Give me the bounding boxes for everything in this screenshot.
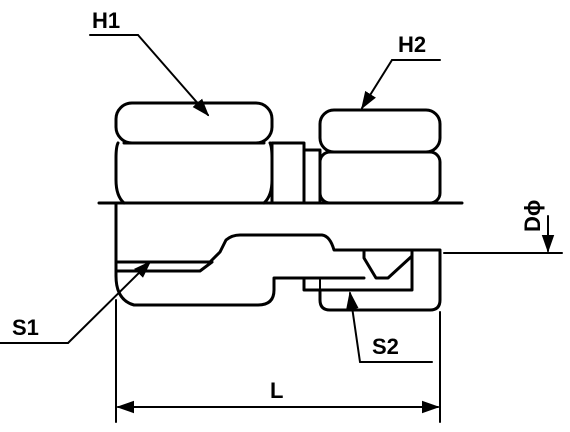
label-s2: S2: [372, 334, 399, 359]
leader-h1: [89, 34, 210, 117]
label-l: L: [270, 378, 283, 403]
right-nut-body: [302, 108, 442, 205]
leader-h2: [361, 59, 441, 110]
lower-section: [114, 201, 442, 312]
left-nut-body: [114, 101, 306, 205]
leader-s1: [0, 260, 152, 344]
label-h2: H2: [398, 32, 426, 57]
dimension-d: [443, 215, 563, 254]
label-d-phi: Dϕ: [520, 200, 545, 232]
leader-s2: [346, 291, 433, 363]
label-h1: H1: [92, 8, 120, 33]
label-s1: S1: [12, 315, 39, 340]
dimension-l: [115, 299, 441, 423]
